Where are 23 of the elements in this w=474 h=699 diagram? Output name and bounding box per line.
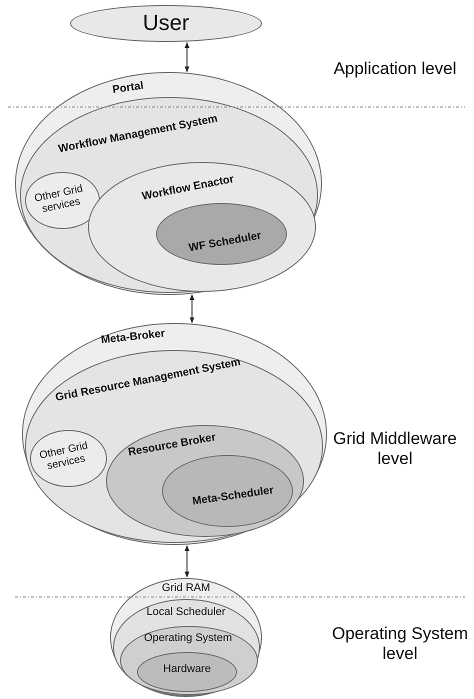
- ellipse-label: Other Grid services: [37, 439, 90, 474]
- ellipse: [25, 172, 100, 229]
- ellipse-label: Grid RAM: [162, 582, 210, 594]
- ellipse-label: User: [142, 10, 190, 36]
- ellipse-label: Meta-Scheduler: [192, 484, 274, 508]
- ellipse: [30, 430, 107, 487]
- ellipse-label: Workflow Enactor: [141, 173, 235, 203]
- double-arrow: [190, 294, 194, 324]
- ellipse-label: Hardware: [163, 662, 211, 676]
- double-arrow: [184, 545, 190, 578]
- level-label: Application level: [332, 59, 458, 80]
- level-label: Operating System level: [330, 624, 470, 665]
- ellipse-label: WF Scheduler: [188, 230, 262, 254]
- ellipse-label: Portal: [112, 80, 144, 96]
- ellipse: [137, 652, 237, 692]
- level-label: Grid Middleware level: [332, 429, 458, 470]
- ellipse-label: Operating System: [144, 632, 232, 644]
- ellipse-label: Meta-Broker: [100, 328, 166, 346]
- double-arrow: [184, 42, 190, 72]
- ellipse-label: Other Grid services: [32, 182, 85, 217]
- ellipse-label: Local Scheduler: [146, 606, 226, 618]
- ellipse: [113, 599, 260, 696]
- ellipse-label: Resource Broker: [127, 431, 217, 459]
